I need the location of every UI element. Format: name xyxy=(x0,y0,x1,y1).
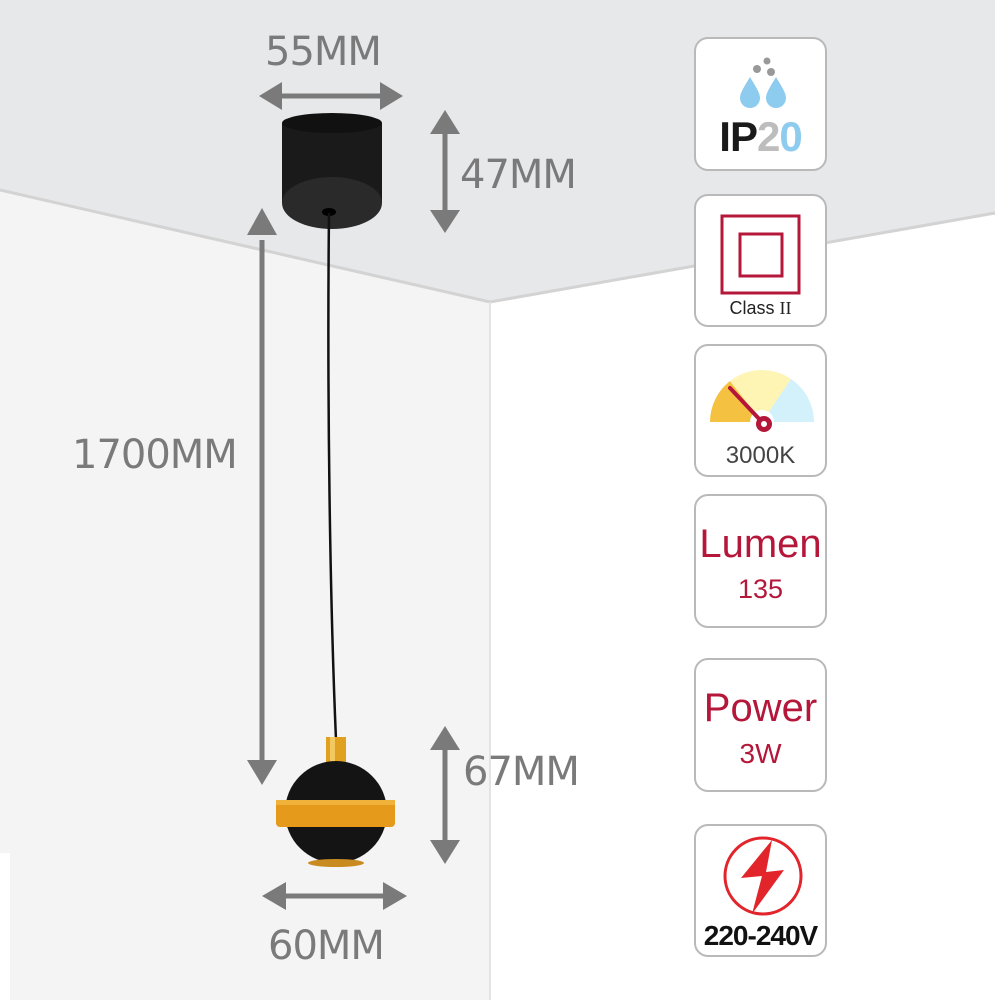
gauge-icon xyxy=(710,370,814,434)
spec-card-voltage: 220-240V xyxy=(694,824,827,957)
spec-card-ip-rating: IP20 xyxy=(694,37,827,171)
spec-card-lumen: Lumen 135 xyxy=(694,494,827,628)
ip-value-digit: 2 xyxy=(756,113,780,160)
ceiling-canopy xyxy=(282,113,382,229)
cable xyxy=(327,212,338,741)
power-label: Power xyxy=(703,686,818,730)
spec-card-class: Class II xyxy=(694,194,827,327)
color-temperature-value: 3000K xyxy=(725,442,796,469)
lightning-bolt-icon xyxy=(723,836,803,916)
canopy-height-label: 47MM xyxy=(460,152,577,198)
ip-value-digit: 0 xyxy=(779,113,802,160)
class-text: Class xyxy=(729,298,775,318)
power-value: 3W xyxy=(739,738,782,769)
pendant-shade xyxy=(276,737,395,867)
ip-prefix: IP xyxy=(719,113,758,160)
class-label: Class II xyxy=(696,298,825,319)
double-square-icon xyxy=(720,214,801,295)
water-drops-icon xyxy=(740,57,786,108)
lumen-value: 135 xyxy=(737,574,784,604)
shade-height-label: 67MM xyxy=(463,749,580,795)
ip-rating-text: IP20 xyxy=(696,113,825,161)
voltage-value: 220-240V xyxy=(703,920,818,951)
class-value: II xyxy=(779,298,792,318)
cable-length-label: 1700MM xyxy=(72,432,238,478)
shade-width-label: 60MM xyxy=(268,923,385,969)
spec-card-power: Power 3W xyxy=(694,658,827,792)
spec-card-color-temperature: 3000K xyxy=(694,344,827,477)
canopy-width-label: 55MM xyxy=(265,29,382,75)
lumen-label: Lumen xyxy=(699,522,822,566)
